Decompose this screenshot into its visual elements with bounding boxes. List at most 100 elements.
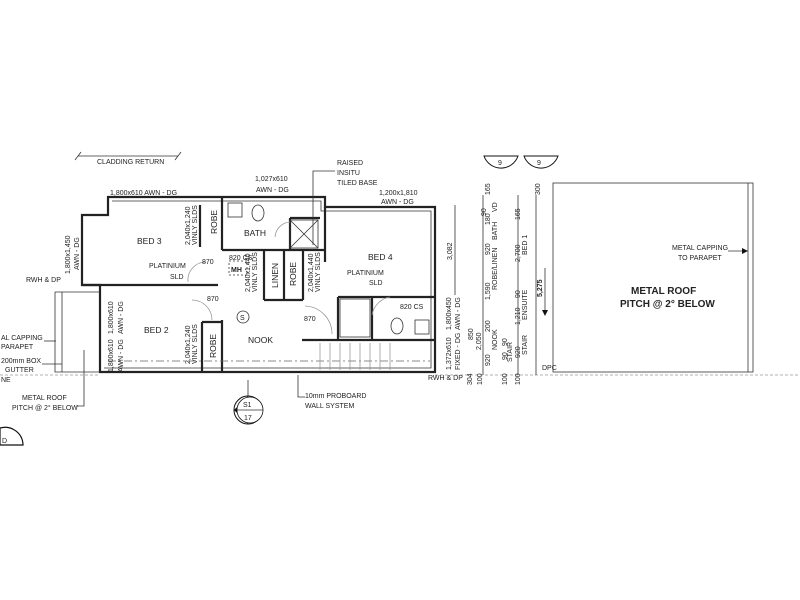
dim-chain1: 90 xyxy=(502,338,509,346)
right-capping-label: METAL CAPPING xyxy=(672,245,728,252)
left-parapet-label: PARAPET xyxy=(1,344,34,351)
dim-chain2: 2,700 xyxy=(515,244,522,262)
dim-chain2: 100 xyxy=(515,373,522,385)
room-labels: BED 3 BATH BED 4 BED 2 NOOK ROBE LINEN R… xyxy=(137,210,393,358)
ne-label: NE xyxy=(1,377,11,384)
bath-door-width: 820 CS xyxy=(229,255,253,262)
ensuite-window-type: AWN - DG xyxy=(455,297,462,330)
dim-chain1-label: BATH xyxy=(492,222,499,240)
dim-850: 850 xyxy=(468,328,475,340)
room-bed4: BED 4 xyxy=(368,252,393,262)
dim-chain1-label: ROBE/LINEN xyxy=(492,248,499,290)
dim-chain2: 1,210 xyxy=(515,307,522,325)
rwh-dp-left: RWH & DP xyxy=(26,277,61,284)
bed2-robe-door-size: 2,040x1,240 xyxy=(185,325,192,364)
dim-chain1: 90 xyxy=(502,352,509,360)
smoke-detector-label: S xyxy=(240,315,245,322)
room-linen: LINEN xyxy=(270,263,280,288)
dim-chain2-label: BED 1 xyxy=(522,235,529,255)
dim-chain1-label: STAIR xyxy=(507,342,514,362)
bed4-door-type: PLATINIUM xyxy=(347,270,384,277)
elevation-marker-d-label: D xyxy=(2,438,7,445)
robe-door-size: 2,040x1,440 xyxy=(308,253,315,292)
bed4-window-type: AWN - DG xyxy=(381,199,414,206)
dim-100: 100 xyxy=(477,373,484,385)
dim-chain1: 1,590 xyxy=(485,282,492,300)
dim-2050: 2,050 xyxy=(476,332,483,350)
section-marker-sheet: 17 xyxy=(244,415,252,422)
bed3-robe-door-type: VINLY SLDS xyxy=(192,205,199,245)
room-robe-center: ROBE xyxy=(288,262,298,286)
rwh-dp-right: RWH & DP xyxy=(428,375,463,382)
left-roof-pitch: PITCH @ 2° BELOW xyxy=(12,404,78,412)
room-robe-bed3: ROBE xyxy=(209,210,219,234)
dim-chain1: 90 xyxy=(481,208,488,216)
dim-chain2: 300 xyxy=(535,183,542,195)
bed3-window-label: 1,800x610 AWN - DG xyxy=(110,190,177,197)
wall-system-label: WALL SYSTEM xyxy=(305,403,354,410)
bed2-window1-type: AWN - DG xyxy=(118,301,125,334)
stair-window-type: FIXED - DG xyxy=(455,333,462,370)
ensuite-door-width: 870 xyxy=(304,316,316,323)
box-gutter-label: 200mm BOX xyxy=(1,358,41,365)
dim-chain2: 920 xyxy=(515,346,522,358)
room-bed3: BED 3 xyxy=(137,236,162,246)
dim-chain1-label: VD xyxy=(492,202,499,212)
raised-label: RAISED xyxy=(337,160,363,167)
dim-chain1: 920 xyxy=(485,354,492,366)
bed3-door-type: PLATINIUM xyxy=(149,263,186,270)
left-labels: RWH & DP 1,800x1,450 AWN - DG 1,800x610 … xyxy=(0,235,125,446)
tiled-base-label: TILED BASE xyxy=(337,180,378,187)
dim-304: 304 xyxy=(467,373,474,385)
dim-5275: 5,275 xyxy=(537,279,544,297)
proboard-label: 10mm PROBOARD xyxy=(305,393,366,400)
left-roof-label: METAL ROOF xyxy=(22,395,67,402)
room-nook: NOOK xyxy=(248,335,273,345)
bed2-robe-door-type: VINLY SLDS xyxy=(192,324,199,364)
ensuite-cs-width: 820 CS xyxy=(400,304,424,311)
bed2-window2-type: AWN - DG xyxy=(118,339,125,372)
dim-3082: 3,082 xyxy=(447,242,454,260)
insitu-label: INSITU xyxy=(337,170,360,177)
bed3-robe-door-size: 2,040x1,240 xyxy=(185,206,192,245)
bed2-window1-size: 1,800x610 xyxy=(108,301,115,334)
right-roof-label: METAL ROOF xyxy=(631,286,696,297)
elevation-marker-9b-label: 9 xyxy=(537,160,541,167)
bed3-door-sld: SLD xyxy=(170,274,184,281)
elevation-marker-d xyxy=(0,426,24,446)
dim-chain2-label: STAIR xyxy=(522,335,529,355)
top-labels: 1,800x610 AWN - DG 1,027x610 AWN - DG RA… xyxy=(110,160,418,245)
bed3-side-window-size: 1,800x1,450 xyxy=(65,235,72,274)
robe-door-type: VINLY SLDS xyxy=(315,252,322,292)
linen-door-type: VINLY SLDS xyxy=(252,252,259,292)
bottom-labels: S1 17 10mm PROBOARD WALL SYSTEM RWH & DP xyxy=(233,375,463,425)
dpc-label: DPC xyxy=(542,365,557,372)
right-roof-pitch: PITCH @ 2° BELOW xyxy=(620,299,715,310)
walls xyxy=(0,182,800,376)
dim-chain1: 165 xyxy=(485,183,492,195)
elevation-marker-9a-label: 9 xyxy=(498,160,502,167)
dim-chain1-label: NOOK xyxy=(492,329,499,350)
room-bath: BATH xyxy=(244,228,266,238)
section-marker-id: S1 xyxy=(243,402,252,409)
bed3-side-window-type: AWN - DG xyxy=(74,237,81,270)
left-capping-label: AL CAPPING xyxy=(1,335,43,342)
gutter-label: GUTTER xyxy=(5,367,34,374)
elevation-marker-9a xyxy=(483,155,519,169)
cladding-return-label: CLADDING RETURN xyxy=(97,159,164,166)
manhole-label: MH xyxy=(231,267,242,274)
dim-chain1: 920 xyxy=(485,243,492,255)
right-parapet-label: TO PARAPET xyxy=(678,255,722,262)
dim-chain1: 100 xyxy=(502,373,509,385)
bed3-door-width: 870 xyxy=(202,259,214,266)
linen-door-size: 2,040x1,440 xyxy=(245,253,252,292)
elevation-marker-9b xyxy=(523,155,559,169)
dim-chain2-label: ENSUITE xyxy=(522,289,529,320)
dim-chain1: 200 xyxy=(485,320,492,332)
bed4-door-sld: SLD xyxy=(369,280,383,287)
dim-chain1: 180 xyxy=(485,213,492,225)
cladding-return-dimension: CLADDING RETURN xyxy=(74,151,182,166)
ensuite-window-size: 1,800x450 xyxy=(446,297,453,330)
door-labels: PLATINIUM SLD 870 820 CS 870 870 820 CS … xyxy=(149,205,424,364)
